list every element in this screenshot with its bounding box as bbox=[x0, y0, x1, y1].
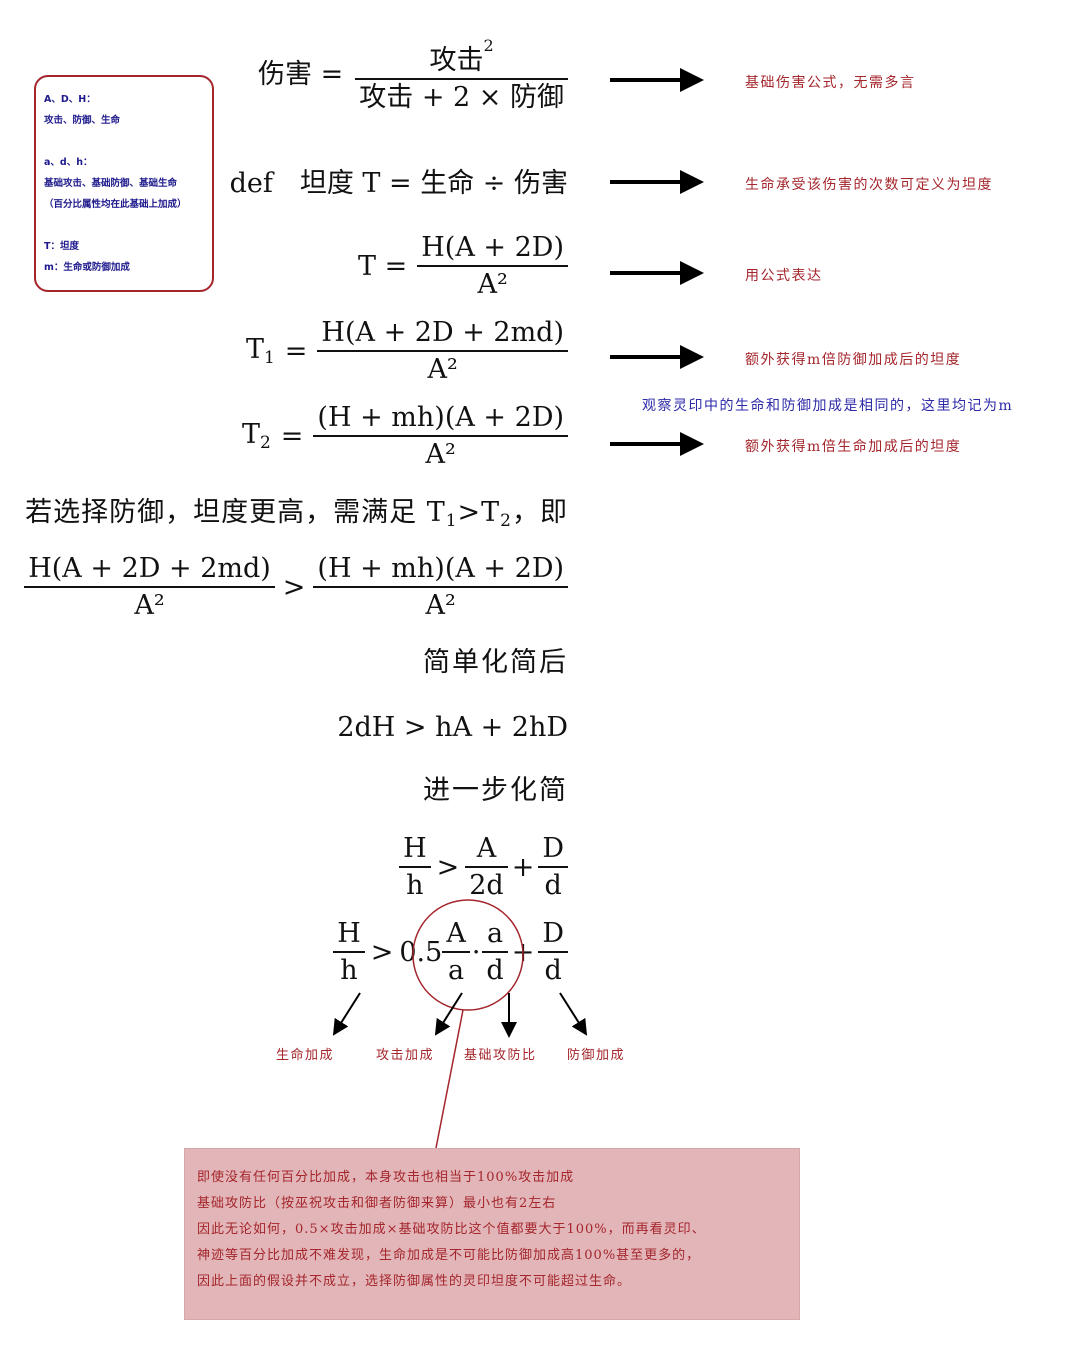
legend-line: T：坦度 bbox=[44, 241, 79, 252]
t2-denominator: A² bbox=[313, 435, 568, 468]
arrow-life-icon bbox=[332, 992, 361, 1036]
damage-lhs: 伤害 = bbox=[258, 59, 344, 90]
inequality-full: H(A + 2D + 2md) A² > (H + mh)(A + 2D) A² bbox=[24, 555, 568, 619]
label-attack-bonus: 攻击加成 bbox=[376, 1048, 435, 1063]
legend-line: 攻击、防御、生命 bbox=[44, 115, 121, 126]
ineq-left-fraction: H(A + 2D + 2md) A² bbox=[24, 555, 275, 619]
t1-equals: = bbox=[284, 335, 308, 367]
t2-equals: = bbox=[280, 420, 304, 452]
legend-line: a、d、h： bbox=[44, 157, 93, 168]
arrow-attack-icon bbox=[434, 992, 463, 1036]
ineq-operator: > bbox=[282, 571, 306, 603]
legend-line: （百分比属性均在此基础上加成） bbox=[44, 199, 187, 210]
conclusion-box: 即使没有任何百分比加成，本身攻击也相当于100%攻击加成 基础攻防比（按巫祝攻击… bbox=[184, 1148, 800, 1320]
conclusion-line: 神迹等百分比加成不难发现，生命加成是不可能比防御加成高100%甚至更多的， bbox=[197, 1248, 701, 1263]
legend-box: A、D、H： 攻击、防御、生命 a、d、h： 基础攻击、基础防御、基础生命 （百… bbox=[34, 75, 214, 292]
tankiness-definition: def 坦度 T = 生命 ÷ 伤害 bbox=[229, 168, 568, 199]
highlight-circle bbox=[412, 899, 524, 1011]
conclusion-line: 因此上面的假设并不成立，选择防御属性的灵印坦度不可能超过生命。 bbox=[197, 1274, 632, 1289]
label-life-bonus: 生命加成 bbox=[276, 1048, 335, 1063]
conclusion-line: 因此无论如何，0.5×攻击加成×基础攻防比这个值都要大于100%，而再看灵印、 bbox=[197, 1222, 706, 1237]
damage-exponent: 2 bbox=[483, 36, 494, 55]
legend-line: 基础攻击、基础防御、基础生命 bbox=[44, 178, 178, 189]
damage-formula: 伤害 = 攻击2 攻击 + 2 × 防御 bbox=[258, 38, 568, 111]
tankiness-formula: T = H(A + 2D) A² bbox=[358, 234, 568, 298]
t-numerator: H(A + 2D) bbox=[421, 232, 564, 263]
t2-fraction: (H + mh)(A + 2D) A² bbox=[313, 404, 568, 468]
t-lhs: T = bbox=[358, 250, 408, 282]
note-t1: 额外获得m倍防御加成后的坦度 bbox=[745, 352, 962, 368]
t-fraction: H(A + 2D) A² bbox=[417, 234, 568, 298]
note-formula: 用公式表达 bbox=[745, 268, 823, 284]
damage-denominator: 攻击 + 2 × 防御 bbox=[355, 78, 568, 111]
t2-numerator: (H + mh)(A + 2D) bbox=[317, 402, 564, 433]
conclusion-line: 即使没有任何百分比加成，本身攻击也相当于100%攻击加成 bbox=[197, 1170, 575, 1185]
t1-denominator: A² bbox=[317, 350, 568, 383]
t1-fraction: H(A + 2D + 2md) A² bbox=[317, 319, 568, 383]
note-damage: 基础伤害公式，无需多言 bbox=[745, 75, 916, 91]
ineq-right-numerator: (H + mh)(A + 2D) bbox=[317, 553, 564, 584]
label-base-ratio: 基础攻防比 bbox=[464, 1048, 537, 1063]
arrow-defense-icon bbox=[559, 992, 588, 1036]
note-definition: 生命承受该伤害的次数可定义为坦度 bbox=[745, 177, 993, 193]
down-arrows bbox=[332, 992, 588, 1038]
simplify-step-2: 进一步化简 bbox=[423, 775, 568, 806]
legend-line: A、D、H： bbox=[44, 94, 96, 105]
t1-lhs: T1 bbox=[245, 333, 275, 368]
note-t2: 额外获得m倍生命加成后的坦度 bbox=[745, 439, 962, 455]
inequality-simplified: 2dH > hA + 2hD bbox=[337, 712, 568, 743]
damage-numerator: 攻击 bbox=[429, 45, 484, 76]
ineq-left-denominator: A² bbox=[24, 586, 275, 619]
simplify-step-1: 简单化简后 bbox=[423, 647, 568, 678]
t2-formula: T2 = (H + mh)(A + 2D) A² bbox=[242, 404, 568, 468]
conclusion-line: 基础攻防比（按巫祝攻击和御者防御来算）最小也有2左右 bbox=[197, 1196, 557, 1211]
ineq-right-denominator: A² bbox=[313, 586, 568, 619]
t2-lhs: T2 bbox=[241, 418, 271, 453]
note-observation: 观察灵印中的生命和防御加成是相同的，这里均记为m bbox=[642, 398, 1014, 414]
t1-numerator: H(A + 2D + 2md) bbox=[321, 317, 564, 348]
legend-line: m：生命或防御加成 bbox=[44, 262, 130, 273]
ineq-left-numerator: H(A + 2D + 2md) bbox=[28, 553, 271, 584]
t-denominator: A² bbox=[417, 265, 568, 298]
connector-line bbox=[435, 1009, 464, 1149]
damage-fraction: 攻击2 攻击 + 2 × 防御 bbox=[355, 38, 568, 111]
ineq-right-fraction: (H + mh)(A + 2D) A² bbox=[313, 555, 568, 619]
condition-text: 若选择防御，坦度更高，需满足 T1>T2，即 bbox=[25, 497, 568, 531]
coefficient: 0.5 bbox=[399, 936, 443, 968]
right-arrows bbox=[610, 68, 704, 456]
label-defense-bonus: 防御加成 bbox=[567, 1048, 626, 1063]
t1-formula: T1 = H(A + 2D + 2md) A² bbox=[246, 319, 568, 383]
